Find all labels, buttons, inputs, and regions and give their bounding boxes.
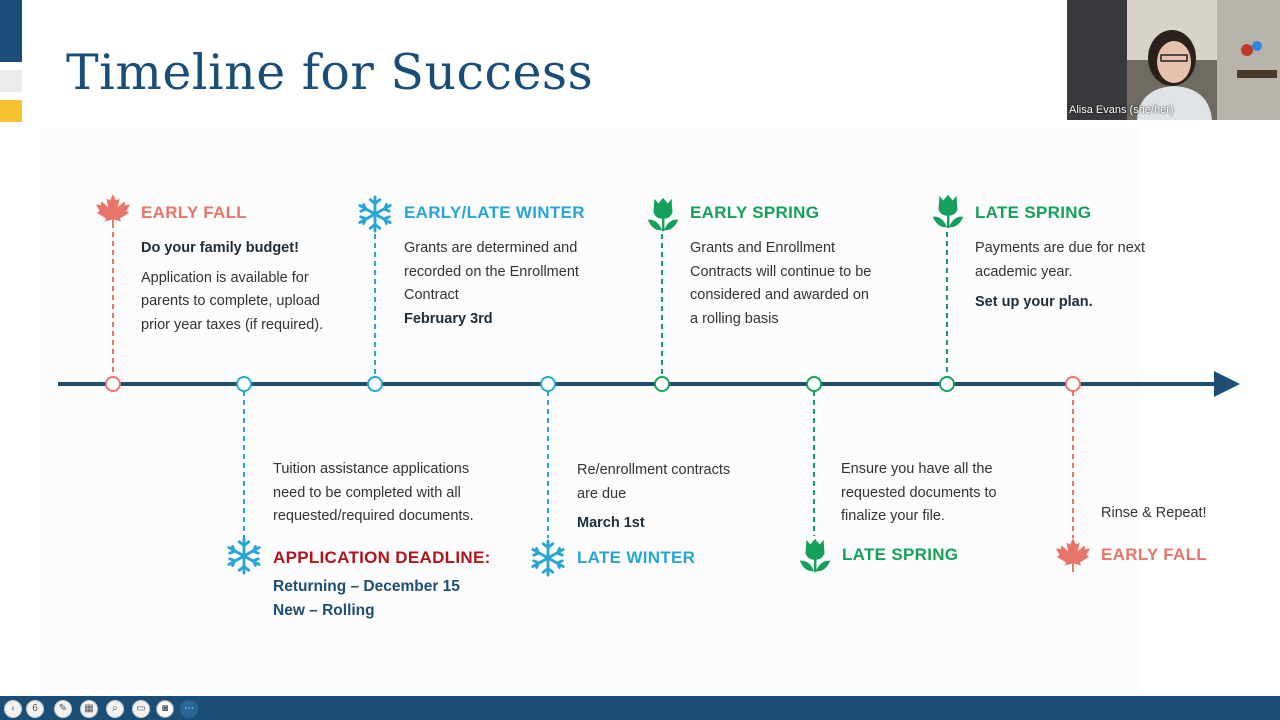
more-options-icon[interactable]: ⋯ bbox=[180, 700, 198, 718]
stage-label-late-spring-top: LATE SPRING bbox=[975, 203, 1092, 222]
subtitles-icon[interactable]: ▭ bbox=[132, 700, 150, 718]
early-late-winter-line-1: Grants are determined and bbox=[404, 240, 578, 256]
ensure-line-3: finalize your file. bbox=[841, 508, 945, 524]
maple-leaf-icon bbox=[1055, 537, 1091, 573]
deadline-new: New – Rolling bbox=[273, 601, 375, 619]
node-early-spring bbox=[654, 376, 670, 392]
slide-number: 6 bbox=[26, 700, 44, 718]
accent-bar-yellow bbox=[0, 100, 22, 122]
late-spring-line-3: Set up your plan. bbox=[975, 294, 1093, 310]
deadline-returning: Returning – December 15 bbox=[273, 578, 460, 595]
accent-bar-gray bbox=[0, 70, 22, 92]
early-spring-line-1: Grants and Enrollment bbox=[690, 240, 836, 256]
reenrollment-line-1: Re/enrollment contracts bbox=[577, 462, 731, 478]
timeline-arrowhead bbox=[1214, 371, 1240, 397]
node-late-winter bbox=[540, 376, 556, 392]
late-spring-line-1: Payments are due for next bbox=[975, 240, 1146, 256]
pen-icon[interactable]: ✎ bbox=[54, 700, 72, 718]
stage-label-early-fall-repeat: EARLY FALL bbox=[1101, 545, 1207, 564]
early-spring-line-2: Contracts will continue to be bbox=[690, 263, 872, 280]
early-late-winter-line-2: recorded on the Enrollment bbox=[404, 263, 579, 280]
node-early-fall-repeat bbox=[1065, 376, 1081, 392]
reenrollment-details: Re/enrollment contracts are due March 1s… bbox=[577, 459, 777, 536]
early-spring-line-4: a rolling basis bbox=[690, 310, 779, 327]
late-spring-line-2: academic year. bbox=[975, 263, 1073, 280]
node-late-spring-top bbox=[939, 376, 955, 392]
early-fall-line-4: prior year taxes (if required). bbox=[141, 316, 324, 333]
participant-name: Alisa Evans (she/her) bbox=[1069, 104, 1174, 116]
participant-video-tile[interactable]: Alisa Evans (she/her) bbox=[1067, 0, 1280, 120]
tuition-line-3: requested/required documents. bbox=[273, 508, 474, 524]
stage-label-early-fall: EARLY FALL bbox=[141, 203, 247, 222]
reenrollment-line-2: are due bbox=[577, 485, 627, 502]
node-early-late-winter bbox=[367, 376, 383, 392]
tuition-line-1: Tuition assistance applications bbox=[273, 461, 470, 477]
early-spring-line-3: considered and awarded on bbox=[690, 287, 869, 303]
tulip-icon bbox=[647, 197, 679, 232]
node-early-fall bbox=[105, 376, 121, 392]
stage-label-late-spring-bottom: LATE SPRING bbox=[842, 545, 959, 564]
stage-label-late-winter: LATE WINTER bbox=[577, 548, 696, 567]
deadline-dates: Returning – December 15 New – Rolling bbox=[273, 575, 513, 622]
early-late-winter-details: Grants are determined and recorded on th… bbox=[404, 237, 624, 331]
ensure-documents-details: Ensure you have all the requested docume… bbox=[841, 458, 1041, 529]
slide-title: Timeline for Success bbox=[66, 44, 594, 101]
ensure-line-1: Ensure you have all the bbox=[841, 461, 993, 477]
early-fall-details: Do your family budget! Application is av… bbox=[141, 237, 361, 337]
early-fall-line-2: Application is available for bbox=[141, 269, 309, 286]
stage-label-early-late-winter: EARLY/LATE WINTER bbox=[404, 203, 585, 222]
maple-leaf-icon bbox=[95, 193, 131, 229]
early-fall-line-3: parents to complete, upload bbox=[141, 293, 320, 309]
snowflake-icon bbox=[358, 195, 392, 233]
stage-label-early-spring: EARLY SPRING bbox=[690, 203, 820, 222]
tulip-icon bbox=[932, 194, 964, 229]
participant-video-frame bbox=[1067, 0, 1280, 120]
ensure-line-2: requested documents to bbox=[841, 484, 997, 501]
node-late-spring-bottom bbox=[806, 376, 822, 392]
early-fall-line-1: Do your family budget! bbox=[141, 240, 299, 256]
tuition-line-2: need to be completed with all bbox=[273, 484, 461, 501]
accent-bar-navy bbox=[0, 0, 22, 62]
snowflake-icon bbox=[531, 539, 565, 577]
late-spring-details: Payments are due for next academic year.… bbox=[975, 237, 1175, 315]
early-spring-details: Grants and Enrollment Contracts will con… bbox=[690, 237, 920, 331]
presentation-toolbar bbox=[0, 696, 1280, 720]
reenrollment-line-3: March 1st bbox=[577, 515, 645, 531]
tulip-icon bbox=[799, 538, 831, 573]
node-application-deadline bbox=[236, 376, 252, 392]
zoom-icon[interactable]: ⌕ bbox=[106, 700, 124, 718]
slides-grid-icon[interactable]: ▦ bbox=[80, 700, 98, 718]
early-late-winter-line-3: Contract bbox=[404, 287, 459, 303]
rinse-repeat-text: Rinse & Repeat! bbox=[1101, 505, 1207, 521]
snowflake-icon bbox=[227, 537, 261, 575]
camera-icon[interactable]: ◙ bbox=[156, 700, 174, 718]
tuition-assistance-details: Tuition assistance applications need to … bbox=[273, 458, 503, 529]
early-late-winter-line-4: February 3rd bbox=[404, 310, 493, 327]
stage-label-application-deadline: APPLICATION DEADLINE: bbox=[273, 548, 491, 567]
previous-slide-icon[interactable]: ‹ bbox=[4, 700, 22, 718]
